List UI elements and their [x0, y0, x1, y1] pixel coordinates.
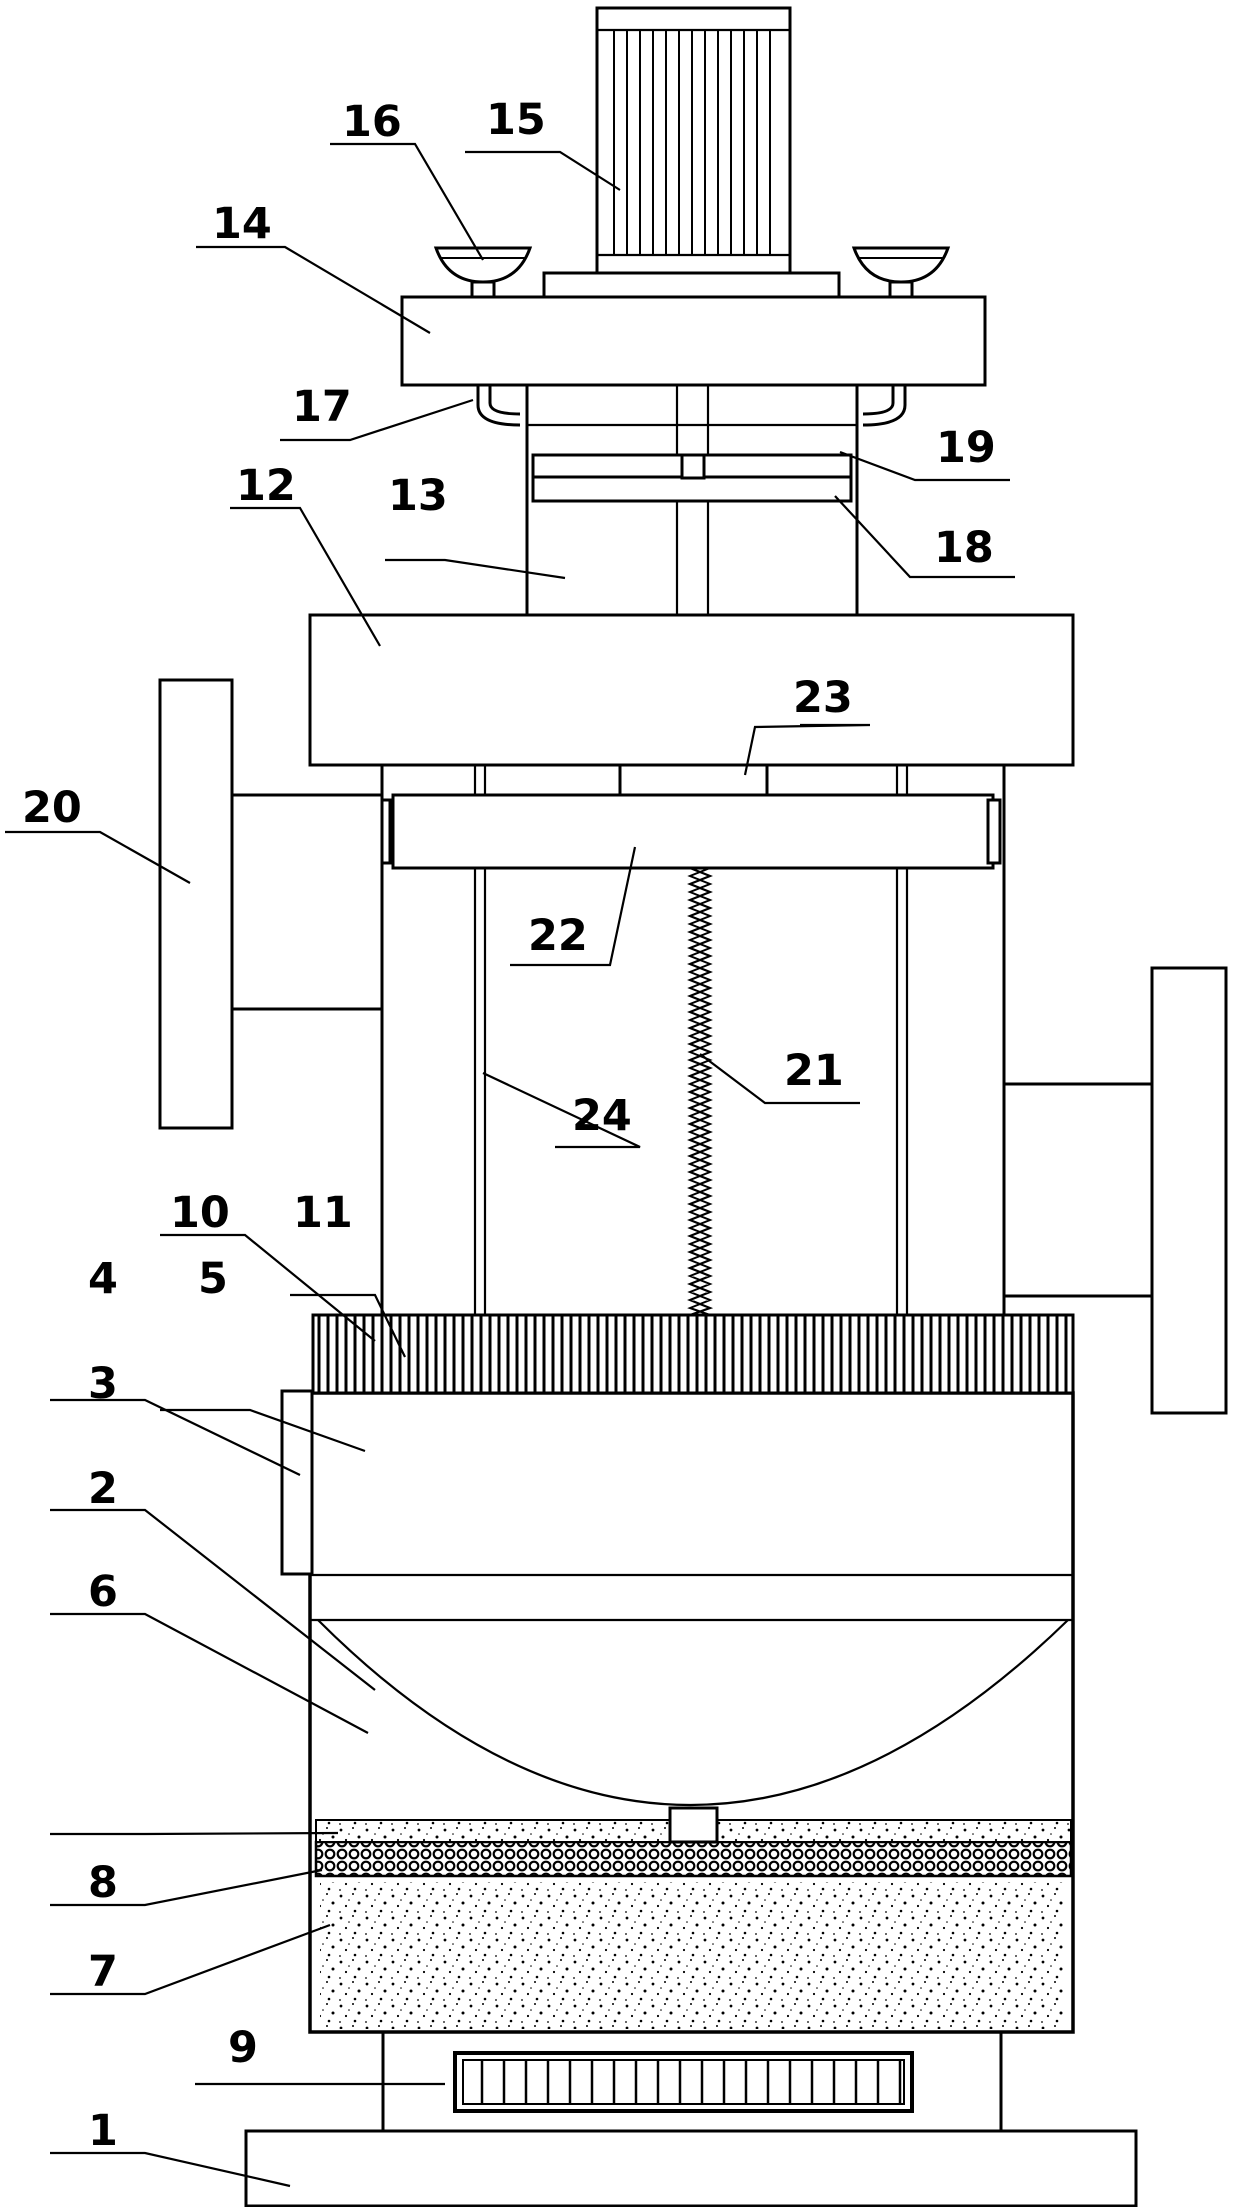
upper-frame — [378, 763, 1006, 1317]
callout-3: 3 — [88, 1359, 118, 1409]
callout-9: 9 — [228, 2023, 258, 2073]
top-assembly — [308, 383, 1075, 767]
callout-23: 23 — [793, 673, 853, 723]
callout-7: 7 — [88, 1947, 118, 1997]
callout-17: 17 — [292, 382, 352, 432]
callout-5: 5 — [198, 1254, 228, 1304]
left-handwheel — [158, 678, 384, 1130]
right-handwheel — [1002, 966, 1228, 1415]
callout-20: 20 — [22, 783, 82, 833]
callout-10: 10 — [170, 1188, 230, 1238]
callout-11: 11 — [293, 1188, 353, 1238]
callout-6: 6 — [88, 1567, 118, 1617]
callout-15: 15 — [486, 95, 546, 145]
callout-24: 24 — [572, 1091, 632, 1141]
main-tank — [280, 1313, 1075, 2034]
callout-16: 16 — [342, 97, 402, 147]
callout-19: 19 — [936, 423, 996, 473]
callout-22: 22 — [528, 911, 588, 961]
callout-13: 13 — [388, 471, 448, 521]
leader-lines — [5, 142, 1015, 2188]
motor-assembly — [400, 6, 987, 387]
callout-8: 8 — [88, 1858, 118, 1908]
callout-labels: 1 2 3 4 5 6 7 8 9 10 11 12 13 14 15 16 1… — [22, 95, 996, 2156]
callout-1: 1 — [88, 2106, 118, 2156]
callout-2: 2 — [88, 1464, 118, 1514]
callout-18: 18 — [934, 523, 994, 573]
callout-21: 21 — [784, 1046, 844, 1096]
base-plate — [244, 2030, 1138, 2207]
callout-12: 12 — [236, 461, 296, 511]
callout-4: 4 — [88, 1254, 118, 1304]
callout-14: 14 — [212, 199, 272, 249]
